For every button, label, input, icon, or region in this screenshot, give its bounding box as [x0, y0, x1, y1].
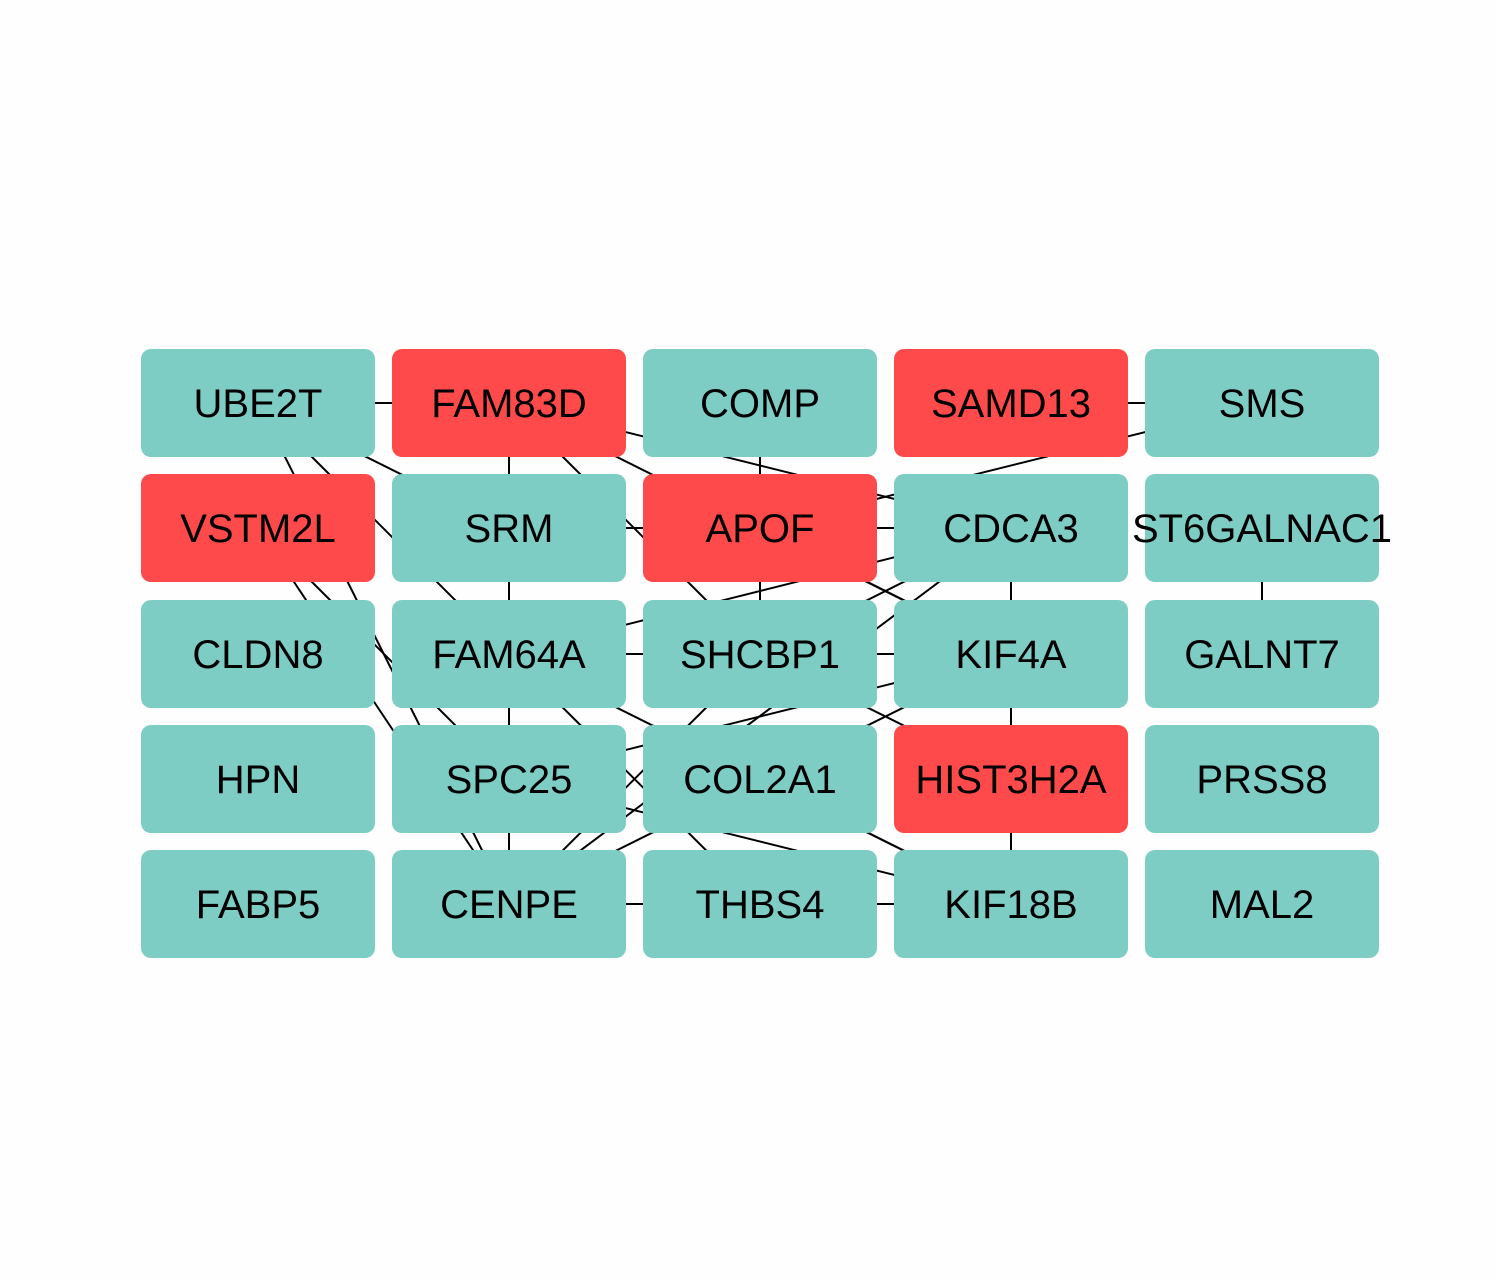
node-samd13[interactable]: SAMD13	[894, 349, 1128, 457]
node-comp[interactable]: COMP	[643, 349, 877, 457]
node-fam83d[interactable]: FAM83D	[392, 349, 626, 457]
node-label: KIF4A	[955, 633, 1066, 677]
node-box	[141, 600, 375, 708]
node-box	[643, 474, 877, 582]
node-box	[894, 850, 1128, 958]
node-box	[894, 600, 1128, 708]
node-box	[141, 850, 375, 958]
node-label: THBS4	[696, 883, 825, 927]
node-st6galnac1[interactable]: ST6GALNAC1	[1132, 474, 1392, 582]
node-sms[interactable]: SMS	[1145, 349, 1379, 457]
node-label: VSTM2L	[180, 507, 336, 551]
node-spc25[interactable]: SPC25	[392, 725, 626, 833]
node-box	[392, 850, 626, 958]
node-box	[1145, 349, 1379, 457]
node-cldn8[interactable]: CLDN8	[141, 600, 375, 708]
node-label: GALNT7	[1184, 633, 1340, 677]
node-box	[894, 725, 1128, 833]
node-box	[392, 349, 626, 457]
node-box	[1145, 725, 1379, 833]
node-label: KIF18B	[944, 883, 1077, 927]
node-fabp5[interactable]: FABP5	[141, 850, 375, 958]
edge-vstm2l-cenpe	[257, 527, 510, 905]
node-label: FAM64A	[432, 633, 586, 677]
node-kif18b[interactable]: KIF18B	[894, 850, 1128, 958]
node-label: FAM83D	[431, 382, 587, 426]
node-label: SAMD13	[931, 382, 1091, 426]
node-ube2t[interactable]: UBE2T	[141, 349, 375, 457]
node-kif4a[interactable]: KIF4A	[894, 600, 1128, 708]
node-box	[141, 474, 375, 582]
node-label: CLDN8	[192, 633, 323, 677]
node-box	[1145, 474, 1379, 582]
node-label: HIST3H2A	[915, 758, 1106, 802]
node-box	[643, 349, 877, 457]
node-label: MAL2	[1210, 883, 1315, 927]
node-prss8[interactable]: PRSS8	[1145, 725, 1379, 833]
node-box	[894, 474, 1128, 582]
node-label: COL2A1	[683, 758, 836, 802]
node-label: COMP	[700, 382, 820, 426]
node-label: CDCA3	[943, 507, 1079, 551]
node-srm[interactable]: SRM	[392, 474, 626, 582]
node-label: UBE2T	[194, 382, 323, 426]
node-label: SPC25	[446, 758, 573, 802]
node-box	[392, 600, 626, 708]
node-thbs4[interactable]: THBS4	[643, 850, 877, 958]
node-box	[141, 725, 375, 833]
node-label: CENPE	[440, 883, 578, 927]
node-label: ST6GALNAC1	[1132, 507, 1392, 551]
node-shcbp1[interactable]: SHCBP1	[643, 600, 877, 708]
node-box	[1145, 600, 1379, 708]
node-hist3h2a[interactable]: HIST3H2A	[894, 725, 1128, 833]
node-box	[643, 600, 877, 708]
node-hpn[interactable]: HPN	[141, 725, 375, 833]
node-vstm2l[interactable]: VSTM2L	[141, 474, 375, 582]
node-box	[392, 725, 626, 833]
node-box	[643, 725, 877, 833]
node-box	[894, 349, 1128, 457]
node-box	[1145, 850, 1379, 958]
node-box	[643, 850, 877, 958]
node-label: PRSS8	[1196, 758, 1327, 802]
node-apof[interactable]: APOF	[643, 474, 877, 582]
node-box	[141, 349, 375, 457]
node-label: SRM	[465, 507, 554, 551]
node-label: SHCBP1	[680, 633, 840, 677]
node-label: FABP5	[196, 883, 321, 927]
node-label: SMS	[1219, 382, 1306, 426]
node-box	[392, 474, 626, 582]
node-cenpe[interactable]: CENPE	[392, 850, 626, 958]
node-mal2[interactable]: MAL2	[1145, 850, 1379, 958]
node-fam64a[interactable]: FAM64A	[392, 600, 626, 708]
node-label: APOF	[706, 507, 815, 551]
node-galnt7[interactable]: GALNT7	[1145, 600, 1379, 708]
node-label: HPN	[216, 758, 300, 802]
node-layer: UBE2T FAM83D COMP SAMD13 SMS VSTM2L SRM APOF CDC…	[141, 349, 1392, 958]
node-col2a1[interactable]: COL2A1	[643, 725, 877, 833]
node-cdca3[interactable]: CDCA3	[894, 474, 1128, 582]
